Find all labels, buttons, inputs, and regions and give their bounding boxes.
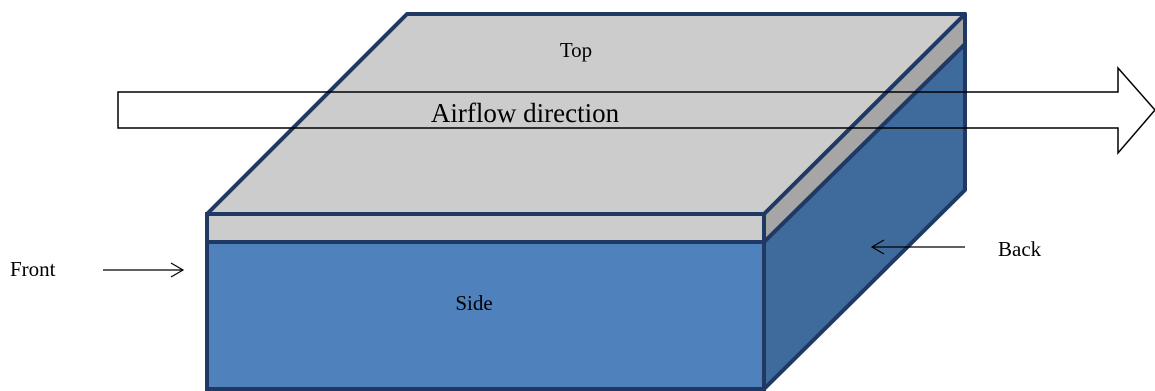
top-layer-front-edge bbox=[205, 212, 766, 244]
top-label: Top bbox=[560, 38, 592, 62]
front-face bbox=[205, 240, 766, 391]
front-label: Front bbox=[10, 257, 56, 281]
side-label: Side bbox=[455, 291, 492, 315]
airflow-label: Airflow direction bbox=[431, 98, 620, 128]
back-label: Back bbox=[998, 237, 1042, 261]
top-surface bbox=[205, 12, 967, 216]
airflow-arrow bbox=[117, 66, 1155, 156]
back-pointer-arrow bbox=[870, 239, 965, 255]
front-pointer-arrow bbox=[103, 262, 185, 278]
